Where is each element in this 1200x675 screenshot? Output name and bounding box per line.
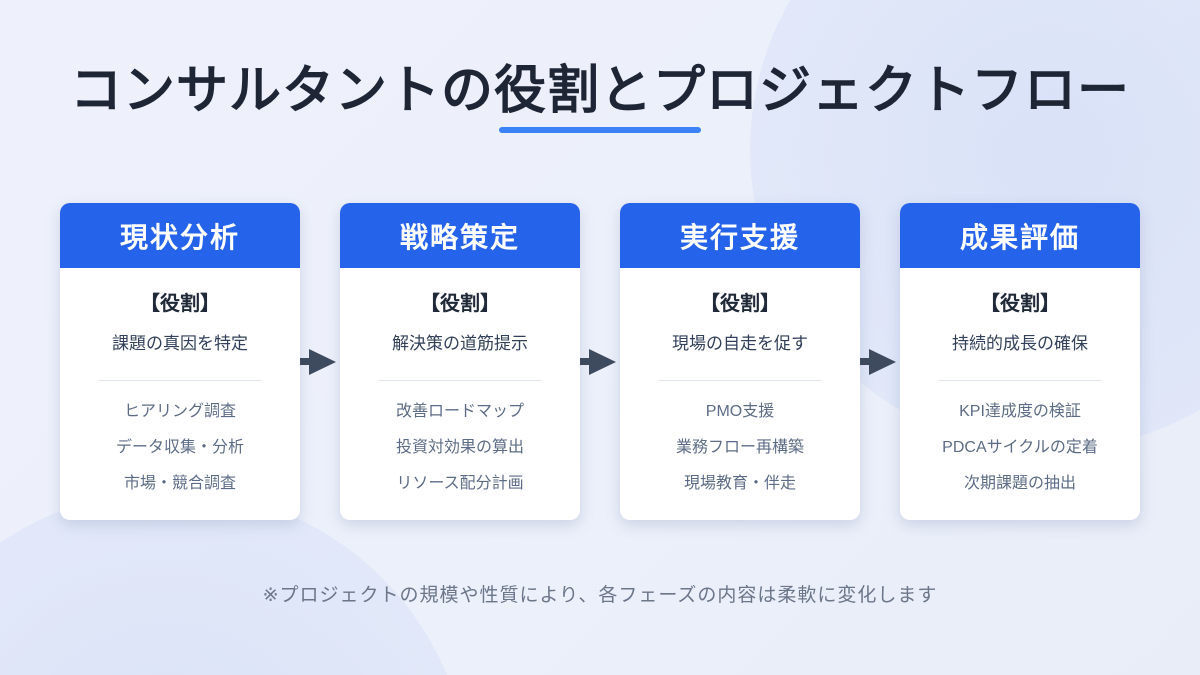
arrow-right-icon	[300, 203, 340, 520]
task-list: PMO支援 業務フロー再構築 現場教育・伴走	[620, 397, 860, 499]
task-item: ヒアリング調査	[123, 403, 236, 420]
task-item: 市場・競合調査	[123, 475, 236, 492]
task-item: PMO支援	[705, 403, 775, 420]
footnote: ※プロジェクトの規模や性質により、各フェーズの内容は柔軟に変化します	[262, 585, 938, 606]
phase-card-senryaku-sakutei: 戦略策定 【役割】 解決策の道筋提示 改善ロードマップ 投資対効果の算出 リソー…	[340, 203, 580, 520]
phase-card-seika-hyouka: 成果評価 【役割】 持続的成長の確保 KPI達成度の検証 PDCAサイクルの定着…	[900, 203, 1140, 520]
arrow-right-icon	[580, 203, 620, 520]
divider	[659, 380, 821, 381]
phase-flow: 現状分析 【役割】 課題の真因を特定 ヒアリング調査 データ収集・分析 市場・競…	[60, 203, 1140, 520]
phase-card-jikkou-shien: 実行支援 【役割】 現場の自走を促す PMO支援 業務フロー再構築 現場教育・伴…	[620, 203, 860, 520]
arrow-head	[589, 348, 616, 375]
phase-body: 【役割】 現場の自走を促す PMO支援 業務フロー再構築 現場教育・伴走	[620, 268, 860, 520]
phase-header: 現状分析	[60, 203, 300, 268]
phase-header: 成果評価	[900, 203, 1140, 268]
task-item: 現場教育・伴走	[683, 475, 796, 492]
arrow-head	[309, 348, 336, 375]
phase-header: 実行支援	[620, 203, 860, 268]
arrow-stem	[580, 358, 589, 365]
task-list: ヒアリング調査 データ収集・分析 市場・競合調査	[60, 397, 300, 499]
task-item: データ収集・分析	[115, 439, 244, 456]
task-item: 投資対効果の算出	[395, 439, 524, 456]
divider	[939, 380, 1101, 381]
phase-header: 戦略策定	[340, 203, 580, 268]
task-list: 改善ロードマップ 投資対効果の算出 リソース配分計画	[340, 397, 580, 499]
role-description: 持続的成長の確保	[952, 334, 1088, 353]
page-title: コンサルタントの役割とプロジェクトフロー	[69, 62, 1130, 120]
phase-body: 【役割】 課題の真因を特定 ヒアリング調査 データ収集・分析 市場・競合調査	[60, 268, 300, 520]
role-label: 【役割】	[980, 293, 1060, 315]
role-label: 【役割】	[420, 293, 500, 315]
task-item: 改善ロードマップ	[395, 403, 524, 420]
task-item: KPI達成度の検証	[959, 403, 1081, 420]
phase-body: 【役割】 解決策の道筋提示 改善ロードマップ 投資対効果の算出 リソース配分計画	[340, 268, 580, 520]
phase-card-genjou-bunseki: 現状分析 【役割】 課題の真因を特定 ヒアリング調査 データ収集・分析 市場・競…	[60, 203, 300, 520]
role-label: 【役割】	[140, 293, 220, 315]
role-description: 解決策の道筋提示	[392, 334, 528, 353]
divider	[99, 380, 261, 381]
task-item: 業務フロー再構築	[675, 439, 804, 456]
role-description: 現場の自走を促す	[672, 334, 808, 353]
title-underline	[499, 127, 701, 133]
arrow-head	[869, 348, 896, 375]
phase-body: 【役割】 持続的成長の確保 KPI達成度の検証 PDCAサイクルの定着 次期課題…	[900, 268, 1140, 520]
role-description: 課題の真因を特定	[112, 334, 248, 353]
task-list: KPI達成度の検証 PDCAサイクルの定着 次期課題の抽出	[900, 397, 1140, 499]
role-label: 【役割】	[700, 293, 780, 315]
divider	[379, 380, 541, 381]
arrow-stem	[860, 358, 869, 365]
task-item: リソース配分計画	[396, 475, 524, 492]
task-item: 次期課題の抽出	[963, 475, 1076, 492]
arrow-right-icon	[860, 203, 900, 520]
arrow-stem	[300, 358, 309, 365]
task-item: PDCAサイクルの定着	[942, 439, 1098, 456]
